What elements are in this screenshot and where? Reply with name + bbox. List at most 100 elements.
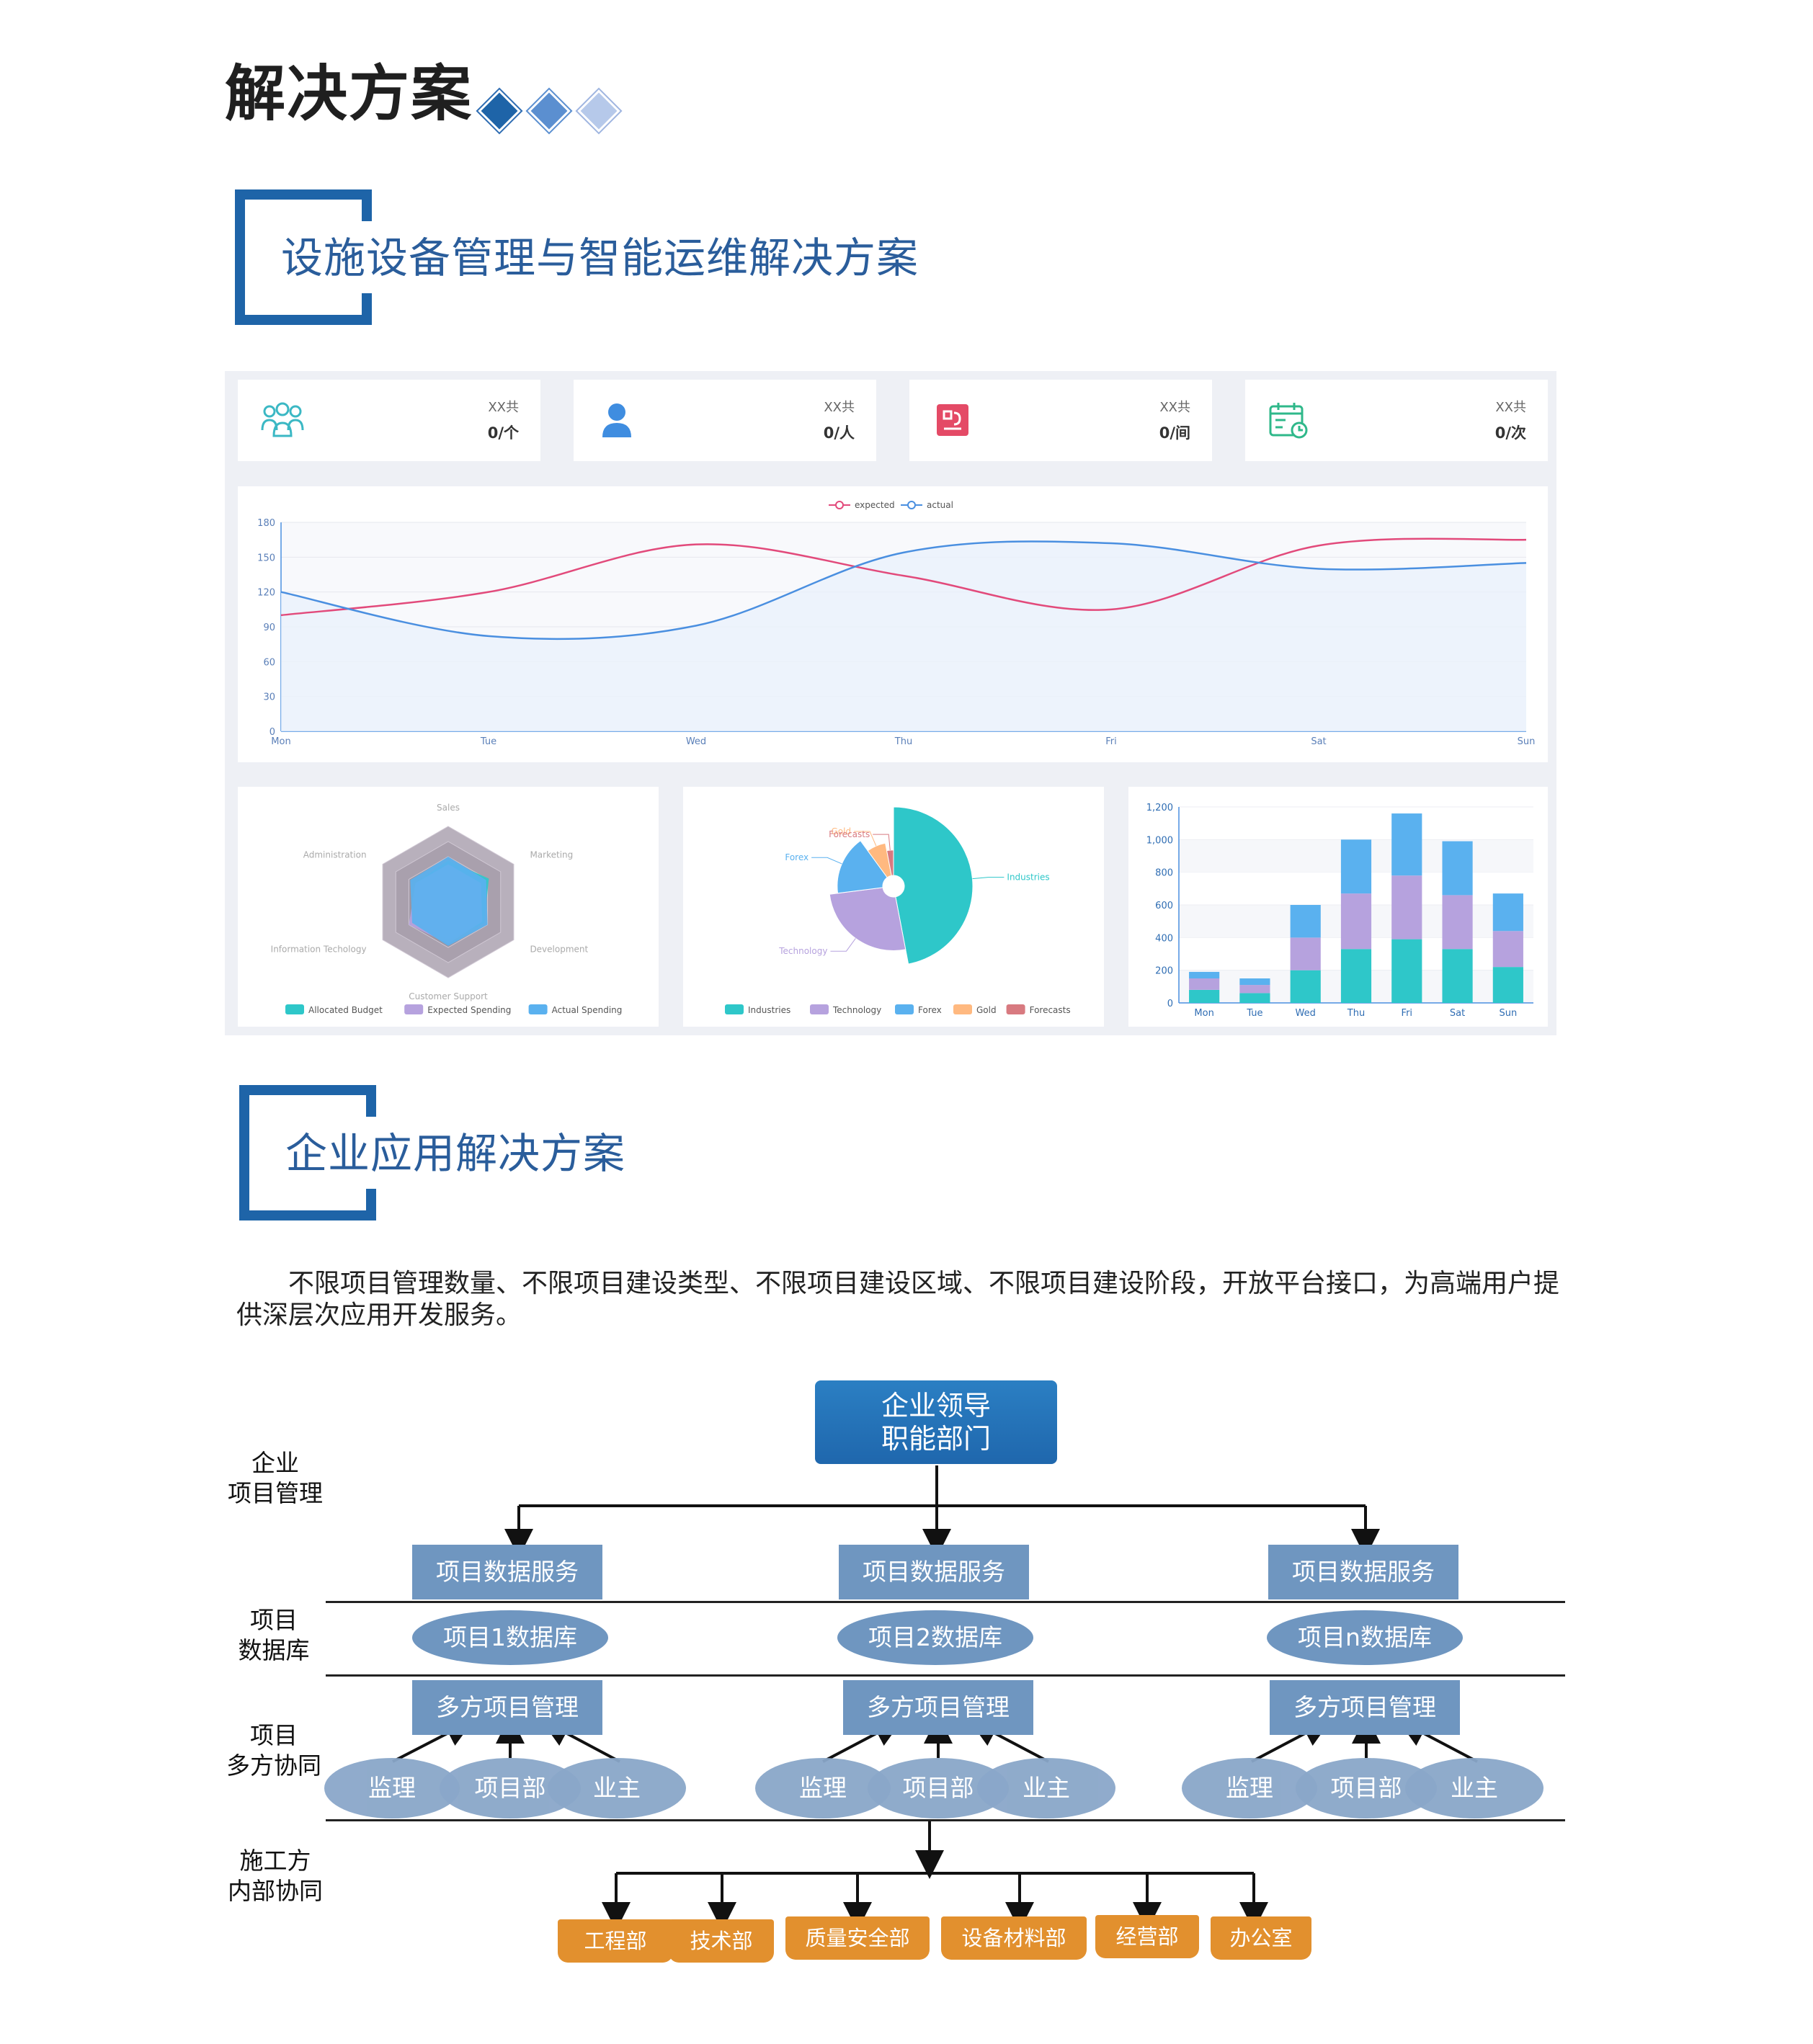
bar-segment (1391, 939, 1422, 1003)
radar-indicator-label: Sales (437, 803, 460, 813)
row-label: 项目数据库 (238, 1606, 310, 1664)
pie-chart: IndustriesTechnologyForexGoldForecastsIn… (725, 806, 1071, 1015)
radar-indicator-label: Development (530, 945, 588, 955)
x-tick-label: Mon (1194, 1008, 1213, 1019)
x-tick-label: Sun (1499, 1008, 1517, 1019)
stat-label: XX共 (824, 400, 855, 415)
bar-segment (1189, 978, 1220, 990)
pie-leader (830, 938, 856, 952)
pie-slice (893, 806, 974, 965)
legend-label: Forecasts (1030, 1005, 1071, 1015)
radar-indicator-label: Customer Support (409, 991, 488, 1001)
bar-segment (1340, 893, 1372, 950)
role-oval: 项目部 (1296, 1758, 1437, 1818)
bar-segment (1340, 949, 1372, 1003)
legend-swatch (725, 1004, 744, 1014)
pie-leader (873, 834, 891, 851)
y-tick-label: 400 (1155, 933, 1173, 944)
stat-label: XX共 (1159, 400, 1190, 415)
pie-leader (972, 877, 1004, 880)
bar-segment (1442, 895, 1473, 950)
legend-swatch (810, 1004, 829, 1014)
y-tick-label: 150 (257, 553, 275, 563)
stat-value: 0/人 (823, 424, 855, 442)
department-tag: 设备材料部 (941, 1916, 1087, 1960)
y-tick-label: 60 (263, 657, 275, 668)
leadership-line: 职能部门 (881, 1423, 991, 1455)
page-title: 解决方案 (225, 58, 473, 129)
x-tick-label: Sat (1311, 736, 1326, 747)
x-tick-label: Fri (1105, 736, 1117, 747)
pie-slice (837, 840, 888, 894)
bar-segment (1391, 875, 1422, 940)
radar-indicator-label: Marketing (530, 850, 573, 860)
database-oval: 项目2数据库 (837, 1610, 1033, 1665)
bar-segment (1189, 971, 1220, 978)
x-tick-label: Thu (894, 736, 912, 747)
radar-indicator-label: Information Techology (271, 945, 367, 955)
section-bracket (235, 189, 372, 325)
multi-party-box: 多方项目管理 (1270, 1680, 1460, 1735)
bar-segment (1290, 905, 1321, 938)
role-oval: 业主 (977, 1758, 1115, 1818)
x-tick-label: Fri (1402, 1008, 1413, 1019)
database-oval: 项目1数据库 (412, 1610, 608, 1665)
multi-party-box: 多方项目管理 (843, 1680, 1033, 1735)
role-oval: 监理 (1182, 1758, 1317, 1818)
legend-label: Actual Spending (552, 1005, 623, 1015)
x-tick-label: Sun (1518, 736, 1536, 747)
bar-segment (1290, 970, 1321, 1003)
stat-label: XX共 (1495, 400, 1526, 415)
pie-leader (811, 857, 842, 865)
department-tag: 质量安全部 (785, 1916, 930, 1960)
x-tick-label: Tue (480, 736, 496, 747)
x-tick-label: Mon (271, 736, 290, 747)
x-tick-label: Sat (1450, 1008, 1465, 1019)
legend-label: expected (855, 500, 895, 510)
area-fill (281, 541, 1526, 731)
role-oval: 监理 (324, 1758, 460, 1818)
department-tag: 技术部 (669, 1919, 774, 1963)
legend-label: Industries (748, 1005, 790, 1015)
legend-label: actual (927, 500, 953, 510)
radar-series (410, 857, 488, 946)
pie-label: Forecasts (829, 829, 870, 839)
role-oval: 业主 (548, 1758, 686, 1818)
row-label: 施工方内部协同 (228, 1847, 323, 1905)
legend-swatch (528, 1004, 548, 1014)
legend-marker (835, 501, 844, 509)
row-label: 企业项目管理 (228, 1449, 323, 1507)
bar-segment (1442, 841, 1473, 896)
stat-card: XX共 0/次 (1245, 380, 1548, 461)
stat-card: XX共 0/个 (238, 380, 540, 461)
stat-value: 0/次 (1494, 424, 1526, 442)
service-box: 项目数据服务 (839, 1545, 1029, 1599)
y-tick-label: 0 (270, 727, 275, 738)
bar-segment (1492, 931, 1523, 968)
department-tag: 工程部 (558, 1919, 673, 1963)
legend-swatch (953, 1004, 972, 1014)
leadership-box: 企业领导 职能部门 (815, 1380, 1057, 1464)
legend-swatch (1006, 1004, 1025, 1014)
y-tick-label: 600 (1155, 901, 1173, 911)
x-tick-label: Wed (686, 736, 706, 747)
legend-label: Expected Spending (427, 1005, 511, 1015)
bar-segment (1189, 989, 1220, 1003)
bar-segment (1239, 978, 1270, 986)
room-icon (937, 404, 968, 436)
series-line (280, 540, 1527, 641)
pie-label: Technology (778, 946, 827, 956)
description-paragraph: 不限项目管理数量、不限项目建设类型、不限项目建设区域、不限项目建设阶段，开放平台… (236, 1269, 1560, 1330)
multi-party-box: 多方项目管理 (412, 1680, 602, 1735)
stat-label: XX共 (488, 400, 519, 415)
bar-segment (1492, 893, 1523, 932)
section-bracket (239, 1085, 376, 1220)
bar-segment (1290, 937, 1321, 970)
pie-leader (854, 831, 877, 847)
x-tick-label: Thu (1347, 1008, 1365, 1019)
